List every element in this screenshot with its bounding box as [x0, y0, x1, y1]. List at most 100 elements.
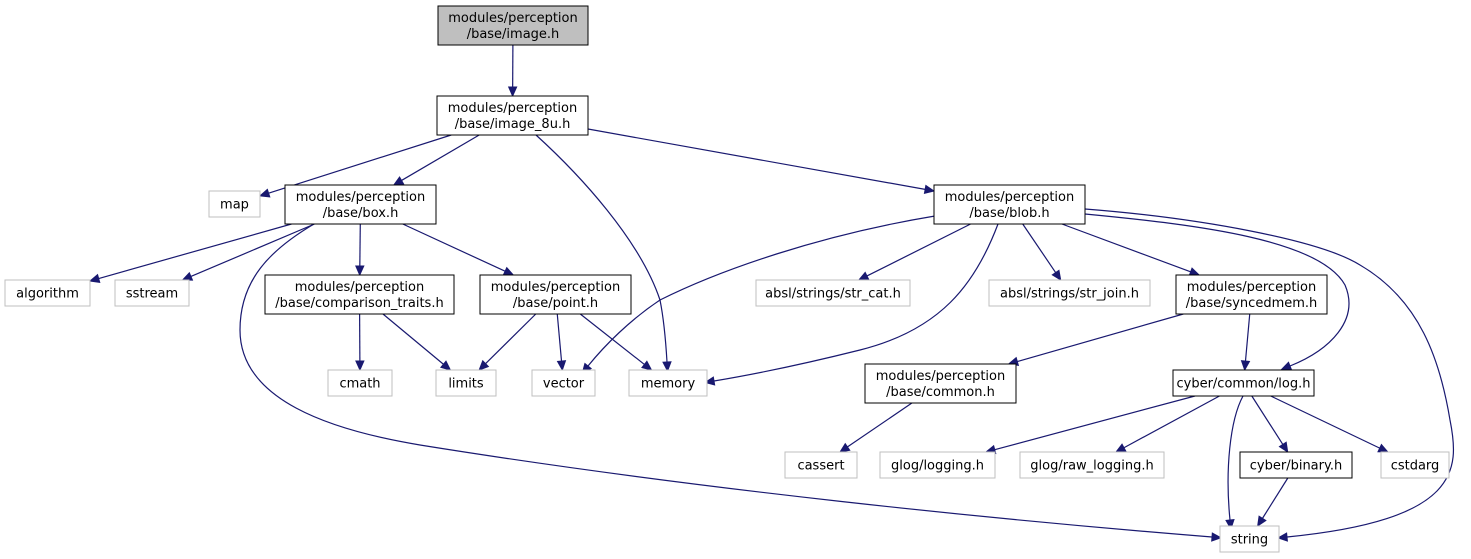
arrowhead-icon	[392, 176, 405, 186]
node-box	[864, 363, 1017, 404]
node-label-line: modules/perception	[448, 11, 577, 26]
node-box	[479, 274, 632, 315]
node-label-line: glog/logging.h	[891, 459, 984, 474]
node-box	[1380, 451, 1450, 479]
arrowhead-icon	[839, 442, 851, 453]
node-point[interactable]: modules/perception/base/point.h	[479, 274, 632, 315]
edge-blob-to-str_join	[1022, 223, 1062, 282]
node-image-8u[interactable]: modules/perception/base/image_8u.h	[436, 95, 589, 136]
node-cmath: cmath	[327, 369, 393, 397]
node-label-line: /base/common.h	[886, 385, 995, 400]
node-syncedmem[interactable]: modules/perception/base/syncedmem.h	[1175, 274, 1328, 315]
edge-line	[713, 223, 999, 382]
edge-line	[382, 313, 444, 365]
node-box	[114, 279, 190, 307]
arrowhead-icon	[662, 361, 672, 373]
node-label-line: /base/image_8u.h	[455, 117, 571, 132]
node-blob[interactable]: modules/perception/base/blob.h	[933, 184, 1086, 225]
edge-log-to-glog_logging	[984, 395, 1196, 455]
node-label-line: modules/perception	[295, 280, 424, 295]
node-label-line: cstdarg	[1391, 459, 1440, 474]
node-string: string	[1219, 525, 1280, 553]
node-binary[interactable]: cyber/binary.h	[1239, 451, 1353, 479]
node-glog-logging: glog/logging.h	[879, 451, 996, 479]
arrowhead-icon	[1276, 532, 1288, 542]
node-box	[4, 279, 91, 307]
arrowhead-icon	[1114, 443, 1127, 453]
edge-comparison-to-cmath	[355, 313, 365, 372]
node-cstdarg: cstdarg	[1380, 451, 1450, 479]
node-comparison[interactable]: modules/perception/base/comparison_trait…	[264, 274, 455, 315]
node-str-cat: absl/strings/str_cat.h	[755, 279, 911, 307]
edge-line	[556, 313, 563, 362]
edge-image_h-to-image_8u	[507, 44, 518, 98]
edge-syncedmem-to-log	[1240, 313, 1251, 372]
edge-line	[485, 313, 537, 365]
node-box	[264, 274, 455, 315]
arrowhead-icon	[556, 360, 567, 372]
edge-point-to-limits	[478, 313, 537, 371]
node-label-line: absl/strings/str_cat.h	[765, 287, 901, 302]
edge-blob-to-string	[1084, 208, 1455, 542]
arrowhead-icon	[1257, 515, 1267, 528]
node-image-h[interactable]: modules/perception/base/image.h	[437, 5, 589, 46]
arrowhead-icon	[1280, 361, 1293, 371]
node-label-line: memory	[641, 377, 696, 392]
arrowhead-icon	[355, 360, 365, 372]
edge-line	[866, 223, 971, 277]
edge-box-to-comparison	[355, 223, 365, 277]
node-label-line: modules/perception	[448, 101, 577, 116]
arrowhead-icon	[507, 86, 518, 98]
node-label-line: glog/raw_logging.h	[1030, 459, 1153, 474]
arrowhead-icon	[1278, 441, 1289, 454]
edge-line	[268, 134, 452, 194]
edge-line	[190, 223, 315, 278]
edge-log-to-binary	[1251, 395, 1289, 454]
node-box[interactable]: modules/perception/base/box.h	[284, 184, 437, 225]
node-box	[284, 184, 437, 225]
node-box	[933, 184, 1086, 225]
node-box	[531, 369, 596, 397]
node-label-line: modules/perception	[1187, 280, 1316, 295]
node-label-line: cmath	[339, 377, 380, 392]
arrowhead-icon	[1188, 267, 1201, 277]
edge-line	[1022, 223, 1057, 273]
arrowhead-icon	[1211, 532, 1223, 542]
edge-line	[847, 402, 913, 448]
node-label-line: modules/perception	[876, 369, 1005, 384]
arrowhead-icon	[478, 359, 490, 371]
node-label-line: vector	[543, 377, 585, 392]
edge-line	[1227, 395, 1244, 521]
edge-line	[535, 134, 668, 363]
node-label-line: modules/perception	[296, 190, 425, 205]
node-label-line: /base/box.h	[323, 206, 399, 221]
edge-line	[1244, 313, 1251, 362]
edge-image_8u-to-map	[258, 134, 452, 198]
edge-line	[1061, 223, 1191, 273]
node-common[interactable]: modules/perception/base/common.h	[864, 363, 1017, 404]
node-label-line: modules/perception	[945, 190, 1074, 205]
edge-line	[1270, 395, 1380, 449]
node-sstream: sstream	[114, 279, 190, 307]
node-log[interactable]: cyber/common/log.h	[1172, 369, 1315, 397]
arrowhead-icon	[1225, 519, 1235, 531]
node-box	[755, 279, 911, 307]
edge-line	[1017, 313, 1184, 363]
edge-line	[1084, 208, 1455, 538]
arrowhead-icon	[1377, 443, 1389, 453]
edge-image_8u-to-box	[392, 134, 480, 186]
node-vector: vector	[531, 369, 596, 397]
node-label-line: map	[220, 198, 249, 213]
node-box	[327, 369, 393, 397]
node-label-line: algorithm	[16, 287, 79, 302]
edge-image_8u-to-memory	[535, 134, 672, 373]
node-label-line: sstream	[126, 287, 178, 302]
arrowhead-icon	[355, 265, 365, 277]
edge-box-to-string	[239, 223, 1223, 542]
node-memory: memory	[628, 369, 708, 397]
node-box	[988, 279, 1151, 307]
node-box	[628, 369, 708, 397]
arrowhead-icon	[88, 273, 101, 283]
edge-line	[402, 223, 506, 272]
edge-log-to-string	[1225, 395, 1244, 531]
